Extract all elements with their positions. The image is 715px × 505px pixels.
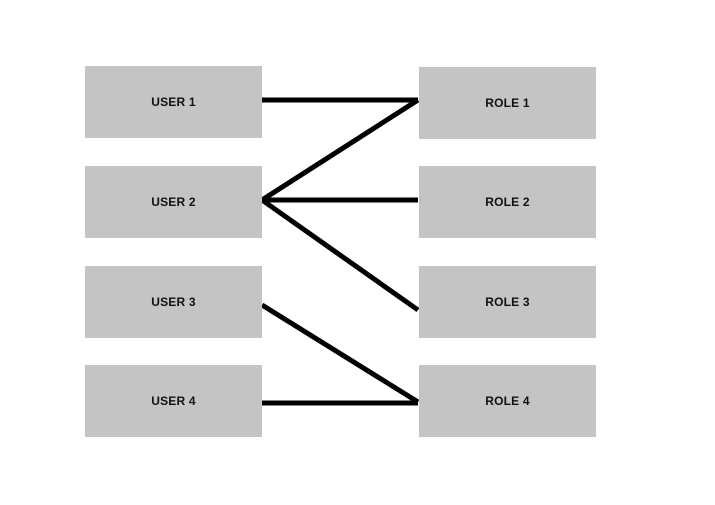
role-node-4: ROLE 4 xyxy=(419,365,596,437)
user-label: USER 1 xyxy=(151,95,196,109)
role-label: ROLE 1 xyxy=(485,96,530,110)
user-node-2: USER 2 xyxy=(85,166,262,238)
user-label: USER 3 xyxy=(151,295,196,309)
role-label: ROLE 3 xyxy=(485,295,530,309)
user-node-3: USER 3 xyxy=(85,266,262,338)
user-label: USER 4 xyxy=(151,394,196,408)
role-label: ROLE 4 xyxy=(485,394,530,408)
role-node-2: ROLE 2 xyxy=(419,166,596,238)
role-node-3: ROLE 3 xyxy=(419,266,596,338)
user-node-4: USER 4 xyxy=(85,365,262,437)
role-node-1: ROLE 1 xyxy=(419,67,596,139)
edge-user2-role1 xyxy=(260,97,420,203)
edge-user3-role4 xyxy=(260,302,420,405)
user-node-1: USER 1 xyxy=(85,66,262,138)
edge-user2-role3 xyxy=(260,197,420,313)
user-label: USER 2 xyxy=(151,195,196,209)
role-label: ROLE 2 xyxy=(485,195,530,209)
